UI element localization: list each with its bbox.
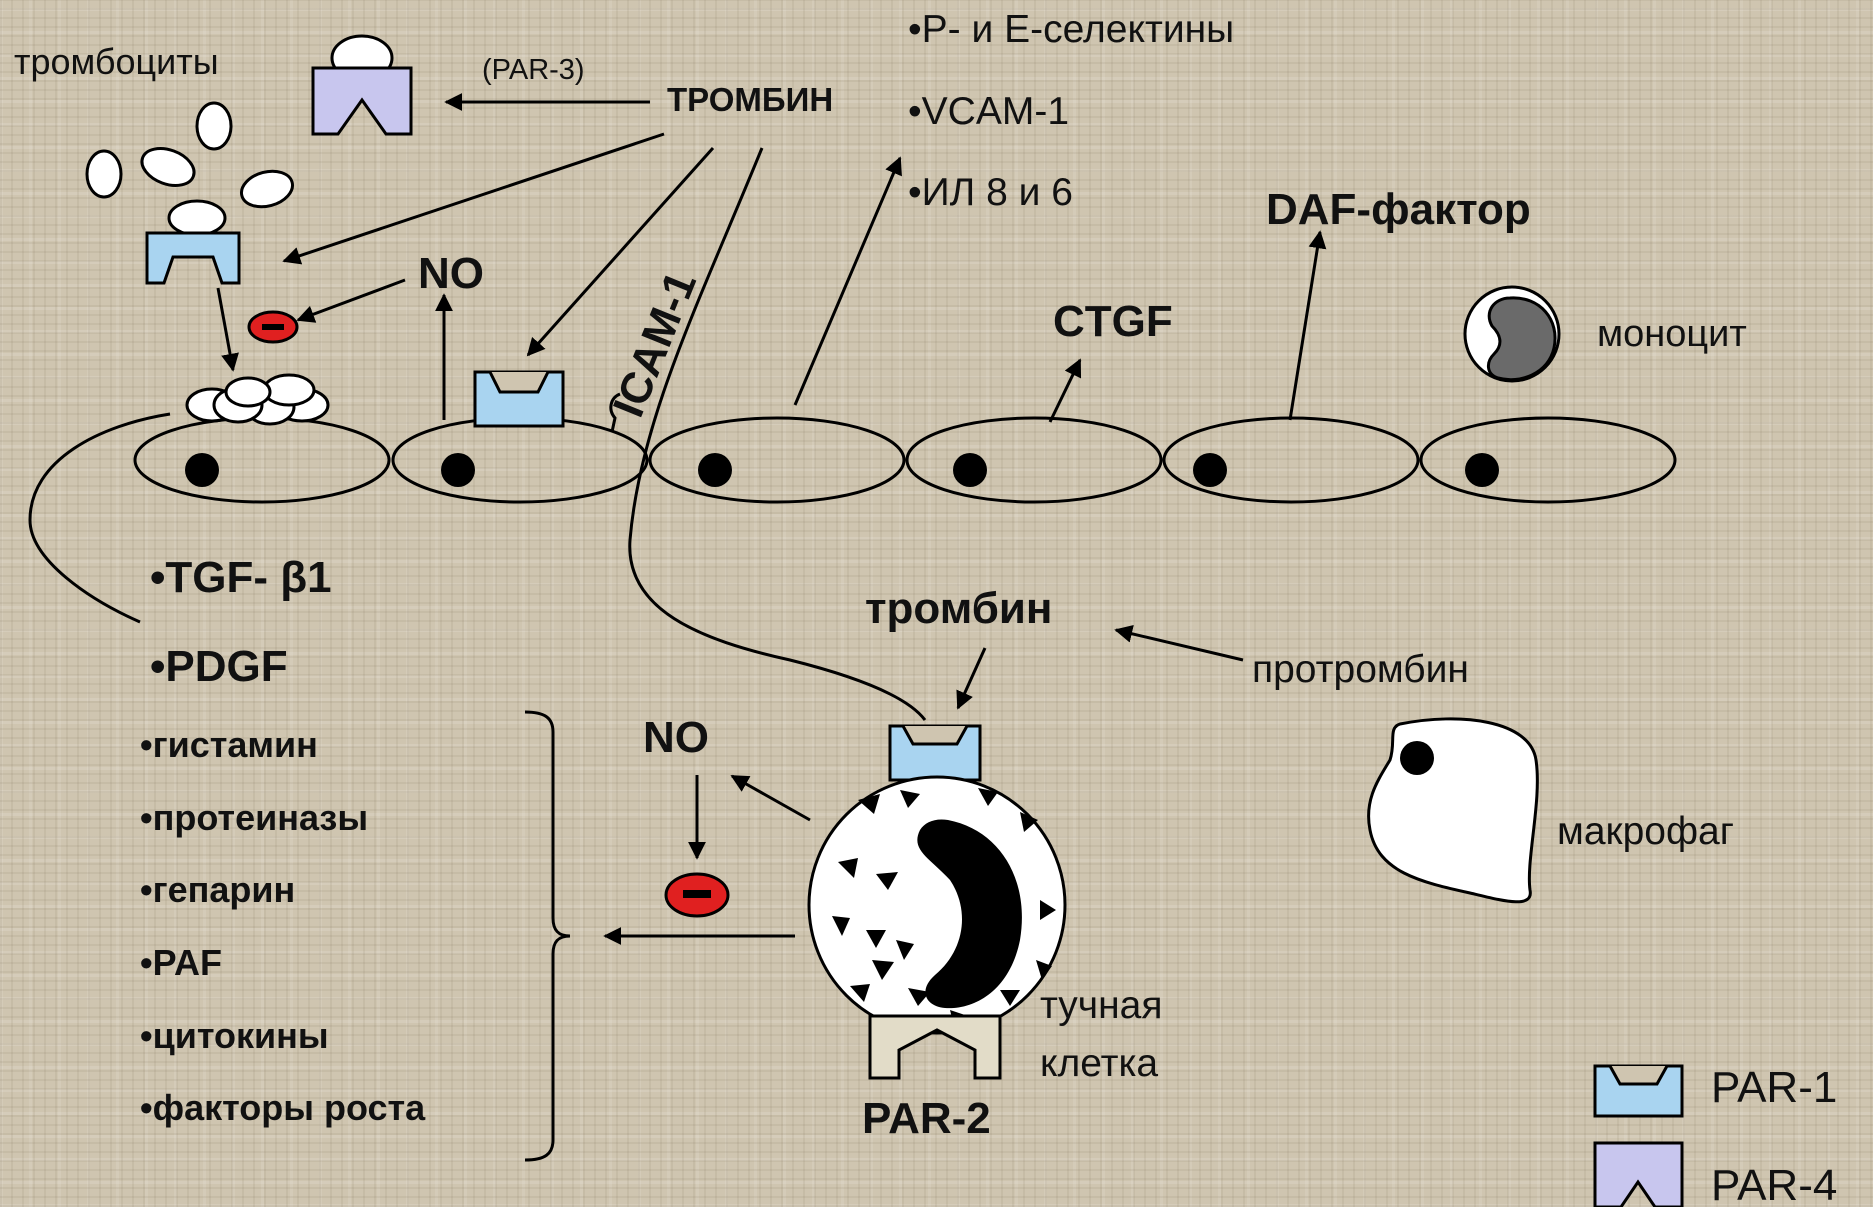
par2-label: PAR-2 bbox=[862, 1094, 991, 1143]
no-top-label: NO bbox=[418, 249, 484, 298]
arrow-prothrombin-to-thrombin bbox=[1114, 624, 1244, 662]
mediator-item: •гепарин bbox=[140, 869, 295, 910]
arrow-mast-cell-no bbox=[730, 774, 811, 822]
connector-thrombin-mast-cell bbox=[628, 147, 927, 721]
mediator-item: •факторы роста bbox=[140, 1087, 426, 1128]
platelets-cluster bbox=[85, 101, 294, 237]
platelet bbox=[262, 373, 316, 407]
icam-receptor bbox=[609, 392, 621, 433]
no-bottom-label: NO bbox=[643, 713, 709, 762]
mast-cell-label-1: тучная bbox=[1040, 984, 1162, 1027]
arrow-ctgf bbox=[1048, 358, 1082, 423]
connector-platelet-growth-factors bbox=[28, 412, 171, 624]
tgf-label: •TGF- β1 bbox=[150, 553, 332, 602]
thrombin-top-label: ТРОМБИН bbox=[667, 81, 833, 118]
par2-receptor bbox=[868, 1014, 1002, 1080]
endothelial-cell bbox=[905, 416, 1163, 504]
mediator-item: •протеиназы bbox=[140, 797, 368, 838]
arrow-thrombin-to-mast-cell bbox=[956, 647, 987, 710]
legend-label-par1: PAR-1 bbox=[1711, 1063, 1837, 1112]
par4-receptor-top bbox=[311, 34, 413, 136]
platelet bbox=[195, 101, 233, 151]
platelet bbox=[85, 149, 123, 199]
platelet bbox=[224, 376, 272, 408]
par3-label: (PAR-3) bbox=[482, 54, 585, 86]
macrophage-label: макрофаг bbox=[1557, 810, 1734, 853]
par1-receptor-endothelium bbox=[473, 370, 565, 428]
inhibit-symbol-top bbox=[247, 310, 299, 344]
aggregated-platelets bbox=[185, 373, 330, 426]
endothelial-cell bbox=[1162, 416, 1420, 504]
selectins-label: •Р- и Е-селектины bbox=[908, 8, 1234, 51]
mediator-item: •гистамин bbox=[140, 724, 318, 765]
platelet bbox=[140, 147, 196, 187]
platelets-label: тромбоциты bbox=[14, 41, 219, 82]
legend-item-par1: PAR-1 bbox=[1593, 1063, 1837, 1118]
icam-label: ICAM-1 bbox=[604, 265, 706, 424]
legend-item-par4: PAR-4 bbox=[1593, 1141, 1837, 1207]
arrow-daf bbox=[1288, 230, 1327, 421]
monocyte-label: моноцит bbox=[1597, 313, 1747, 355]
thrombin-mid-label: тромбин bbox=[865, 584, 1053, 633]
endothelial-cell bbox=[133, 416, 391, 504]
daf-label: DAF-фактор bbox=[1266, 185, 1531, 234]
endothelial-cell bbox=[1419, 416, 1677, 504]
ctgf-label: CTGF bbox=[1053, 297, 1173, 346]
inhibit-symbol-bottom bbox=[664, 872, 730, 918]
macrophage bbox=[1367, 717, 1539, 904]
monocyte bbox=[1463, 285, 1561, 383]
mediators-bracket bbox=[524, 710, 571, 1162]
arrow-thrombin-to-par1-endothelium bbox=[526, 147, 715, 357]
prothrombin-label: протромбин bbox=[1252, 648, 1469, 691]
endothelial-cell bbox=[648, 416, 906, 504]
il-label: •ИЛ 8 и 6 bbox=[908, 171, 1073, 214]
endothelial-layer bbox=[133, 416, 1677, 504]
arrow-platelet-activation bbox=[216, 287, 239, 372]
platelet bbox=[167, 199, 227, 237]
mediators-list: •гистамин •протеиназы •гепарин •PAF •цит… bbox=[140, 724, 426, 1128]
par1-receptor-platelet bbox=[145, 231, 241, 285]
arrow-adhesion-molecules bbox=[793, 156, 902, 406]
mediator-item: •цитокины bbox=[140, 1015, 329, 1056]
vcam-label: •VCAM-1 bbox=[908, 90, 1069, 133]
mediator-item: •PAF bbox=[140, 942, 222, 983]
mast-cell-label-2: клетка bbox=[1040, 1042, 1158, 1085]
arrow-thrombin-to-par1-platelet bbox=[282, 132, 665, 265]
pdgf-label: •PDGF bbox=[150, 642, 288, 691]
arrow-no-inhibit bbox=[296, 278, 406, 323]
platelet bbox=[240, 169, 294, 209]
mast-cell bbox=[807, 724, 1067, 1080]
legend-label-par4: PAR-4 bbox=[1711, 1161, 1837, 1207]
legend: PAR-1 PAR-4 bbox=[1593, 1063, 1837, 1207]
mast-cell-granules bbox=[832, 788, 1056, 1026]
endothelial-cell bbox=[391, 416, 649, 504]
par1-receptor-mast-cell bbox=[888, 724, 982, 782]
